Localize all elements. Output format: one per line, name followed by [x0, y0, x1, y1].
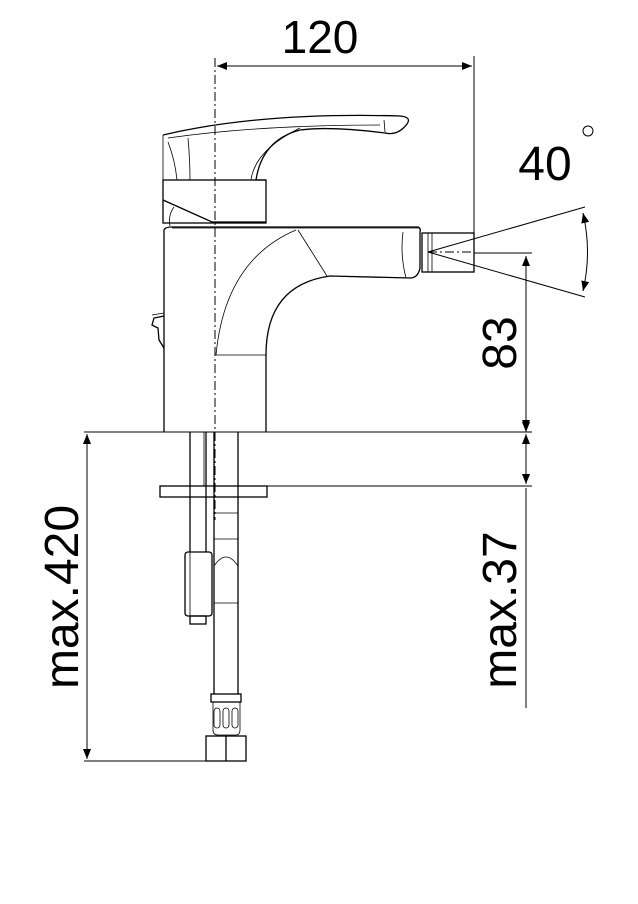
faucet-body — [151, 226, 421, 432]
lever-handle — [162, 114, 410, 227]
dimension-max-37: max.37 — [474, 414, 530, 708]
hose-fitting — [205, 693, 247, 762]
dimension-83: 83 — [474, 252, 532, 430]
dimension-angle: 40 — [427, 125, 594, 298]
dimension-max-420: max.420 — [36, 434, 246, 762]
dimension-label-angle: 40 — [518, 138, 571, 191]
dimension-label-deck: max.37 — [474, 531, 527, 688]
dimension-label-reach: 120 — [282, 11, 359, 63]
degree-symbol — [582, 125, 594, 137]
mounting-assembly — [159, 432, 268, 694]
dimension-label-length: max.420 — [36, 505, 89, 689]
dimension-120: 120 — [217, 11, 475, 240]
dimension-label-height: 83 — [474, 316, 527, 369]
